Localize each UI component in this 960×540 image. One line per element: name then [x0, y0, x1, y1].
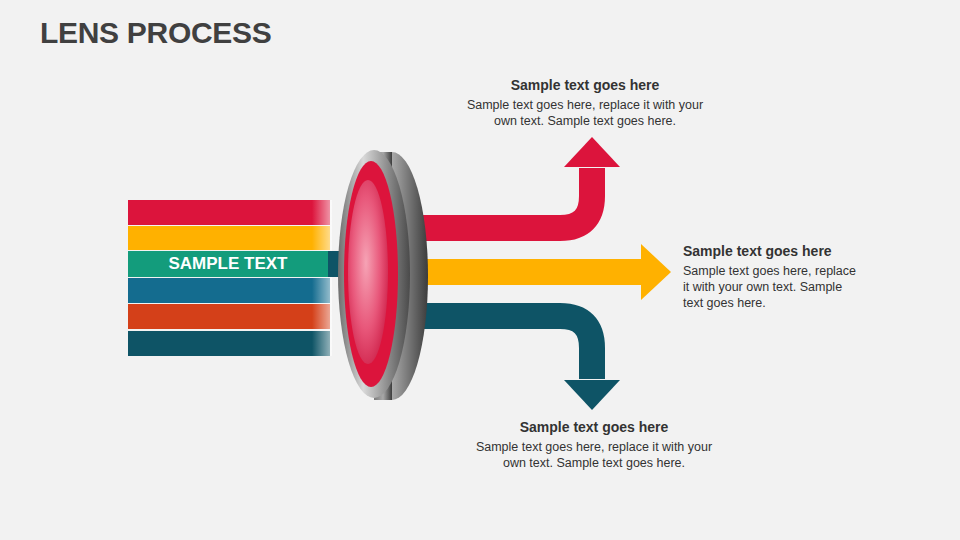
lens-rim-front	[338, 150, 410, 398]
block-heading: Sample text goes here	[469, 418, 719, 436]
text-block: Sample text goes hereSample text goes he…	[460, 76, 710, 129]
block-body: Sample text goes here, replace it with y…	[683, 263, 861, 311]
arrow-head	[564, 137, 620, 167]
band	[128, 226, 330, 250]
band	[128, 304, 330, 329]
band-label: SAMPLE TEXT	[168, 254, 287, 274]
arrow-head	[641, 244, 671, 300]
lens-highlight	[348, 180, 388, 364]
band	[128, 278, 330, 303]
block-heading: Sample text goes here	[683, 242, 861, 260]
arrow-head	[564, 380, 620, 410]
text-block: Sample text goes hereSample text goes he…	[683, 242, 861, 311]
block-heading: Sample text goes here	[460, 76, 710, 94]
slide-title: LENS PROCESS	[40, 16, 271, 50]
band	[128, 331, 330, 356]
block-body: Sample text goes here, replace it with y…	[460, 97, 710, 129]
band	[128, 200, 330, 225]
band-box: SAMPLE TEXT	[128, 251, 328, 277]
block-body: Sample text goes here, replace it with y…	[469, 439, 719, 471]
lens-glass	[344, 161, 398, 387]
text-block: Sample text goes hereSample text goes he…	[469, 418, 719, 471]
band-fade	[312, 200, 332, 356]
